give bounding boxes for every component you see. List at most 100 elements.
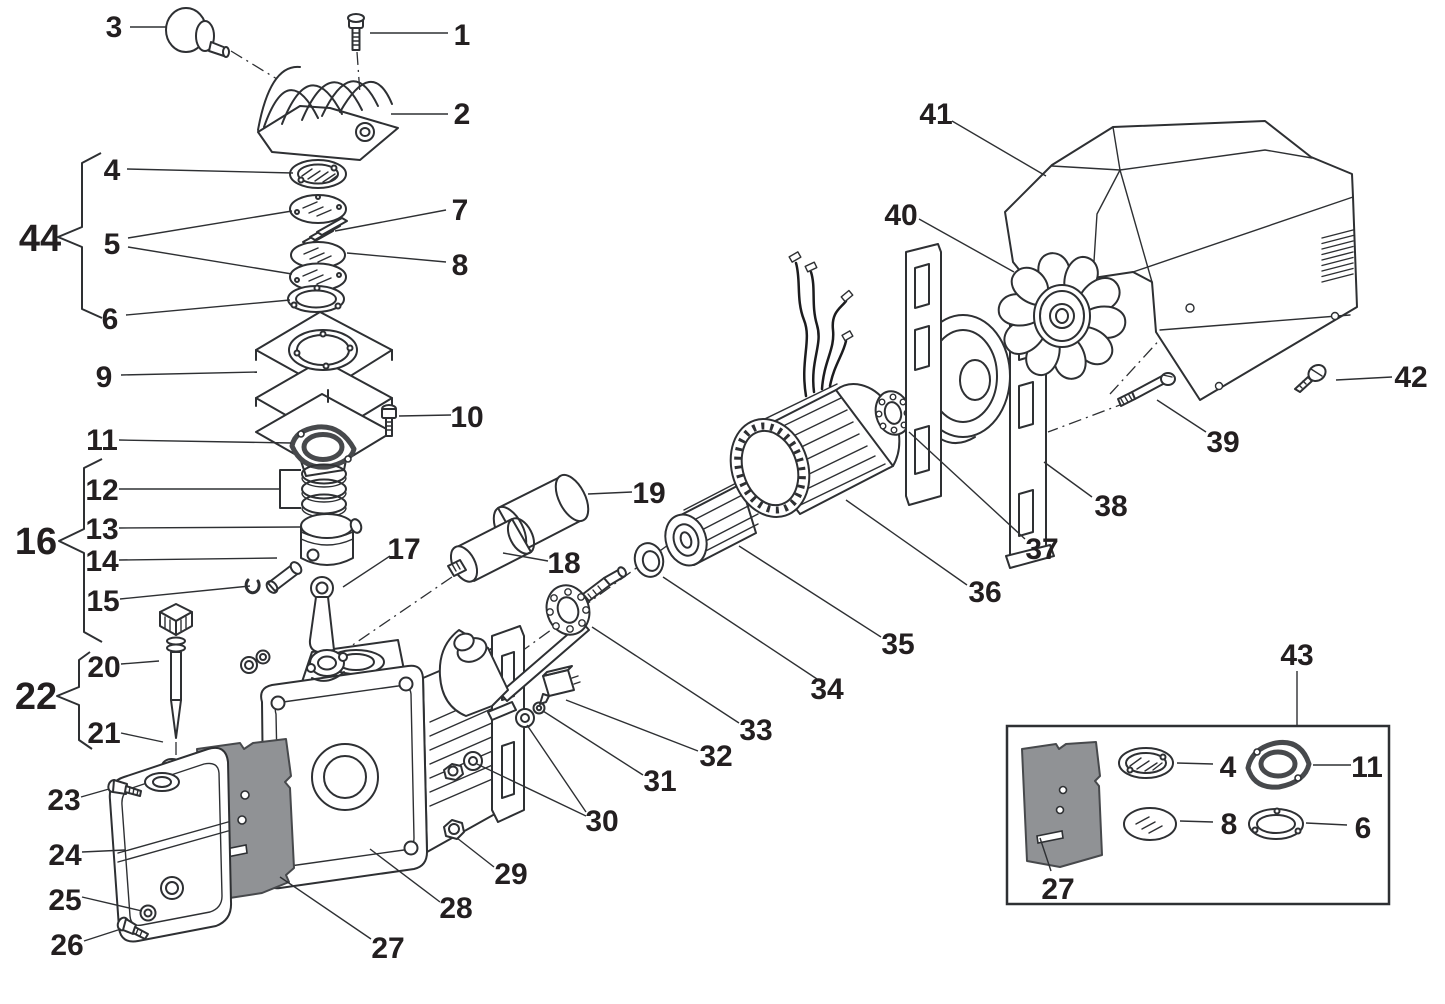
part-label-11: 11	[86, 424, 118, 457]
part-label-20: 20	[87, 651, 120, 684]
part-label-32: 32	[699, 740, 732, 773]
washers	[443, 708, 535, 781]
reed-valve-strips	[302, 217, 348, 246]
part-label-4: 4	[104, 154, 121, 187]
cover-screw	[116, 916, 149, 940]
capacitor	[447, 517, 536, 583]
part-label-41: 41	[919, 98, 952, 131]
vent-slots	[1321, 229, 1354, 283]
part-label-14: 14	[85, 545, 119, 578]
part-label-6: 6	[102, 303, 119, 336]
part-label-18: 18	[547, 547, 580, 580]
part-label-22: 22	[15, 676, 57, 718]
stem-washer	[532, 701, 546, 715]
cover-washer	[139, 904, 157, 922]
part-label-13: 13	[85, 513, 118, 546]
part-label-19: 19	[632, 477, 665, 510]
part-label-1: 1	[454, 19, 471, 52]
part-label-23: 23	[47, 784, 80, 817]
head-bolt	[347, 13, 365, 51]
part-label-21: 21	[87, 717, 120, 750]
motor-bracket-left	[905, 243, 942, 506]
kit-flange-gasket	[1245, 739, 1312, 790]
part-label-26: 26	[50, 929, 83, 962]
kit-ring-gasket	[1248, 807, 1304, 840]
part-label-8: 8	[452, 249, 469, 282]
part-label-35: 35	[881, 628, 914, 661]
part-label-31: 31	[643, 765, 676, 798]
part-label-3: 3	[106, 11, 123, 44]
part-label-2: 2	[454, 98, 471, 131]
part-label-29: 29	[494, 858, 527, 891]
part-label-17: 17	[387, 533, 420, 566]
part-label-42: 42	[1394, 361, 1427, 394]
rotor	[664, 477, 759, 567]
rod-washer	[255, 649, 271, 665]
part-label-38: 38	[1094, 490, 1127, 523]
fan-shroud	[1004, 120, 1358, 401]
part-label-39: 39	[1206, 426, 1239, 459]
cylinder-bolt	[381, 404, 397, 437]
piston-pin	[265, 561, 303, 594]
kit-valve-plate	[1118, 747, 1174, 779]
valve-plate	[289, 194, 347, 224]
head-gasket-ring	[287, 284, 345, 313]
part-label-36: 36	[968, 576, 1001, 609]
crankcase-cover	[108, 746, 233, 943]
part-label-40: 40	[884, 199, 917, 232]
part-label-15: 15	[86, 585, 119, 618]
shaft-key-switch	[539, 665, 581, 705]
rings-bracket	[279, 469, 301, 509]
stator	[729, 251, 901, 518]
oil-dipstick	[159, 603, 193, 739]
shroud-screw	[1294, 363, 1327, 393]
leader-lines	[80, 26, 1393, 942]
flange-nut	[443, 819, 465, 840]
part-label-43: 43	[1280, 639, 1313, 672]
kit-label-4: 4	[1220, 751, 1237, 784]
through-bolt	[1117, 372, 1176, 407]
bracket-44	[57, 152, 103, 319]
bracket-22	[56, 651, 93, 750]
gasket-kit-box	[1005, 724, 1391, 906]
rod-nut	[240, 656, 258, 674]
part-label-34: 34	[810, 673, 844, 706]
cylinder-head	[257, 65, 399, 161]
part-label-33: 33	[739, 714, 772, 747]
part-label-7: 7	[452, 194, 469, 227]
part-label-44: 44	[19, 218, 61, 260]
kit-gasket-plate	[1021, 741, 1103, 868]
group-brackets	[56, 152, 103, 750]
cover-bolt	[107, 779, 142, 797]
bearing	[874, 390, 912, 436]
spacer-ring	[633, 542, 665, 578]
part-label-27: 27	[371, 932, 404, 965]
air-filter-silencer	[165, 7, 230, 58]
part-label-9: 9	[96, 361, 113, 394]
kit-label-27: 27	[1041, 873, 1074, 906]
bracket-16	[58, 458, 103, 643]
kit-gasket-disc	[1123, 807, 1177, 841]
stator-wires	[788, 251, 854, 398]
part-label-12: 12	[85, 474, 118, 507]
part-label-37: 37	[1025, 533, 1058, 566]
part-label-16: 16	[15, 521, 57, 563]
connecting-rod	[306, 576, 348, 682]
kit-label-8: 8	[1221, 808, 1238, 841]
valve-plate-upper	[289, 159, 347, 189]
fan	[997, 252, 1127, 380]
part-label-28: 28	[439, 892, 472, 925]
circlip	[244, 578, 261, 595]
part-label-5: 5	[104, 228, 121, 261]
part-label-10: 10	[450, 401, 483, 434]
kit-label-11: 11	[1351, 751, 1383, 784]
callout-labels: 1 2 3 4 5 6 7 8 9 10 11 12 13 14 15 16 1…	[15, 11, 1428, 965]
piston	[300, 513, 363, 566]
crankshaft	[438, 566, 627, 721]
part-label-30: 30	[585, 805, 618, 838]
valve-plate-lower	[289, 262, 347, 292]
part-label-24: 24	[48, 839, 82, 872]
kit-label-6: 6	[1355, 812, 1372, 845]
piston-pin-clip	[349, 518, 363, 534]
